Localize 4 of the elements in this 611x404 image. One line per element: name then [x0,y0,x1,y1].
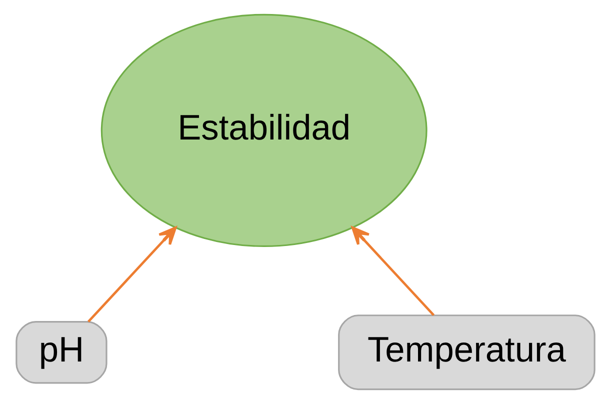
arrow [87,226,177,323]
node-box: Temperatura [338,314,596,390]
arrow [351,226,435,316]
node-box: pH [16,321,108,384]
